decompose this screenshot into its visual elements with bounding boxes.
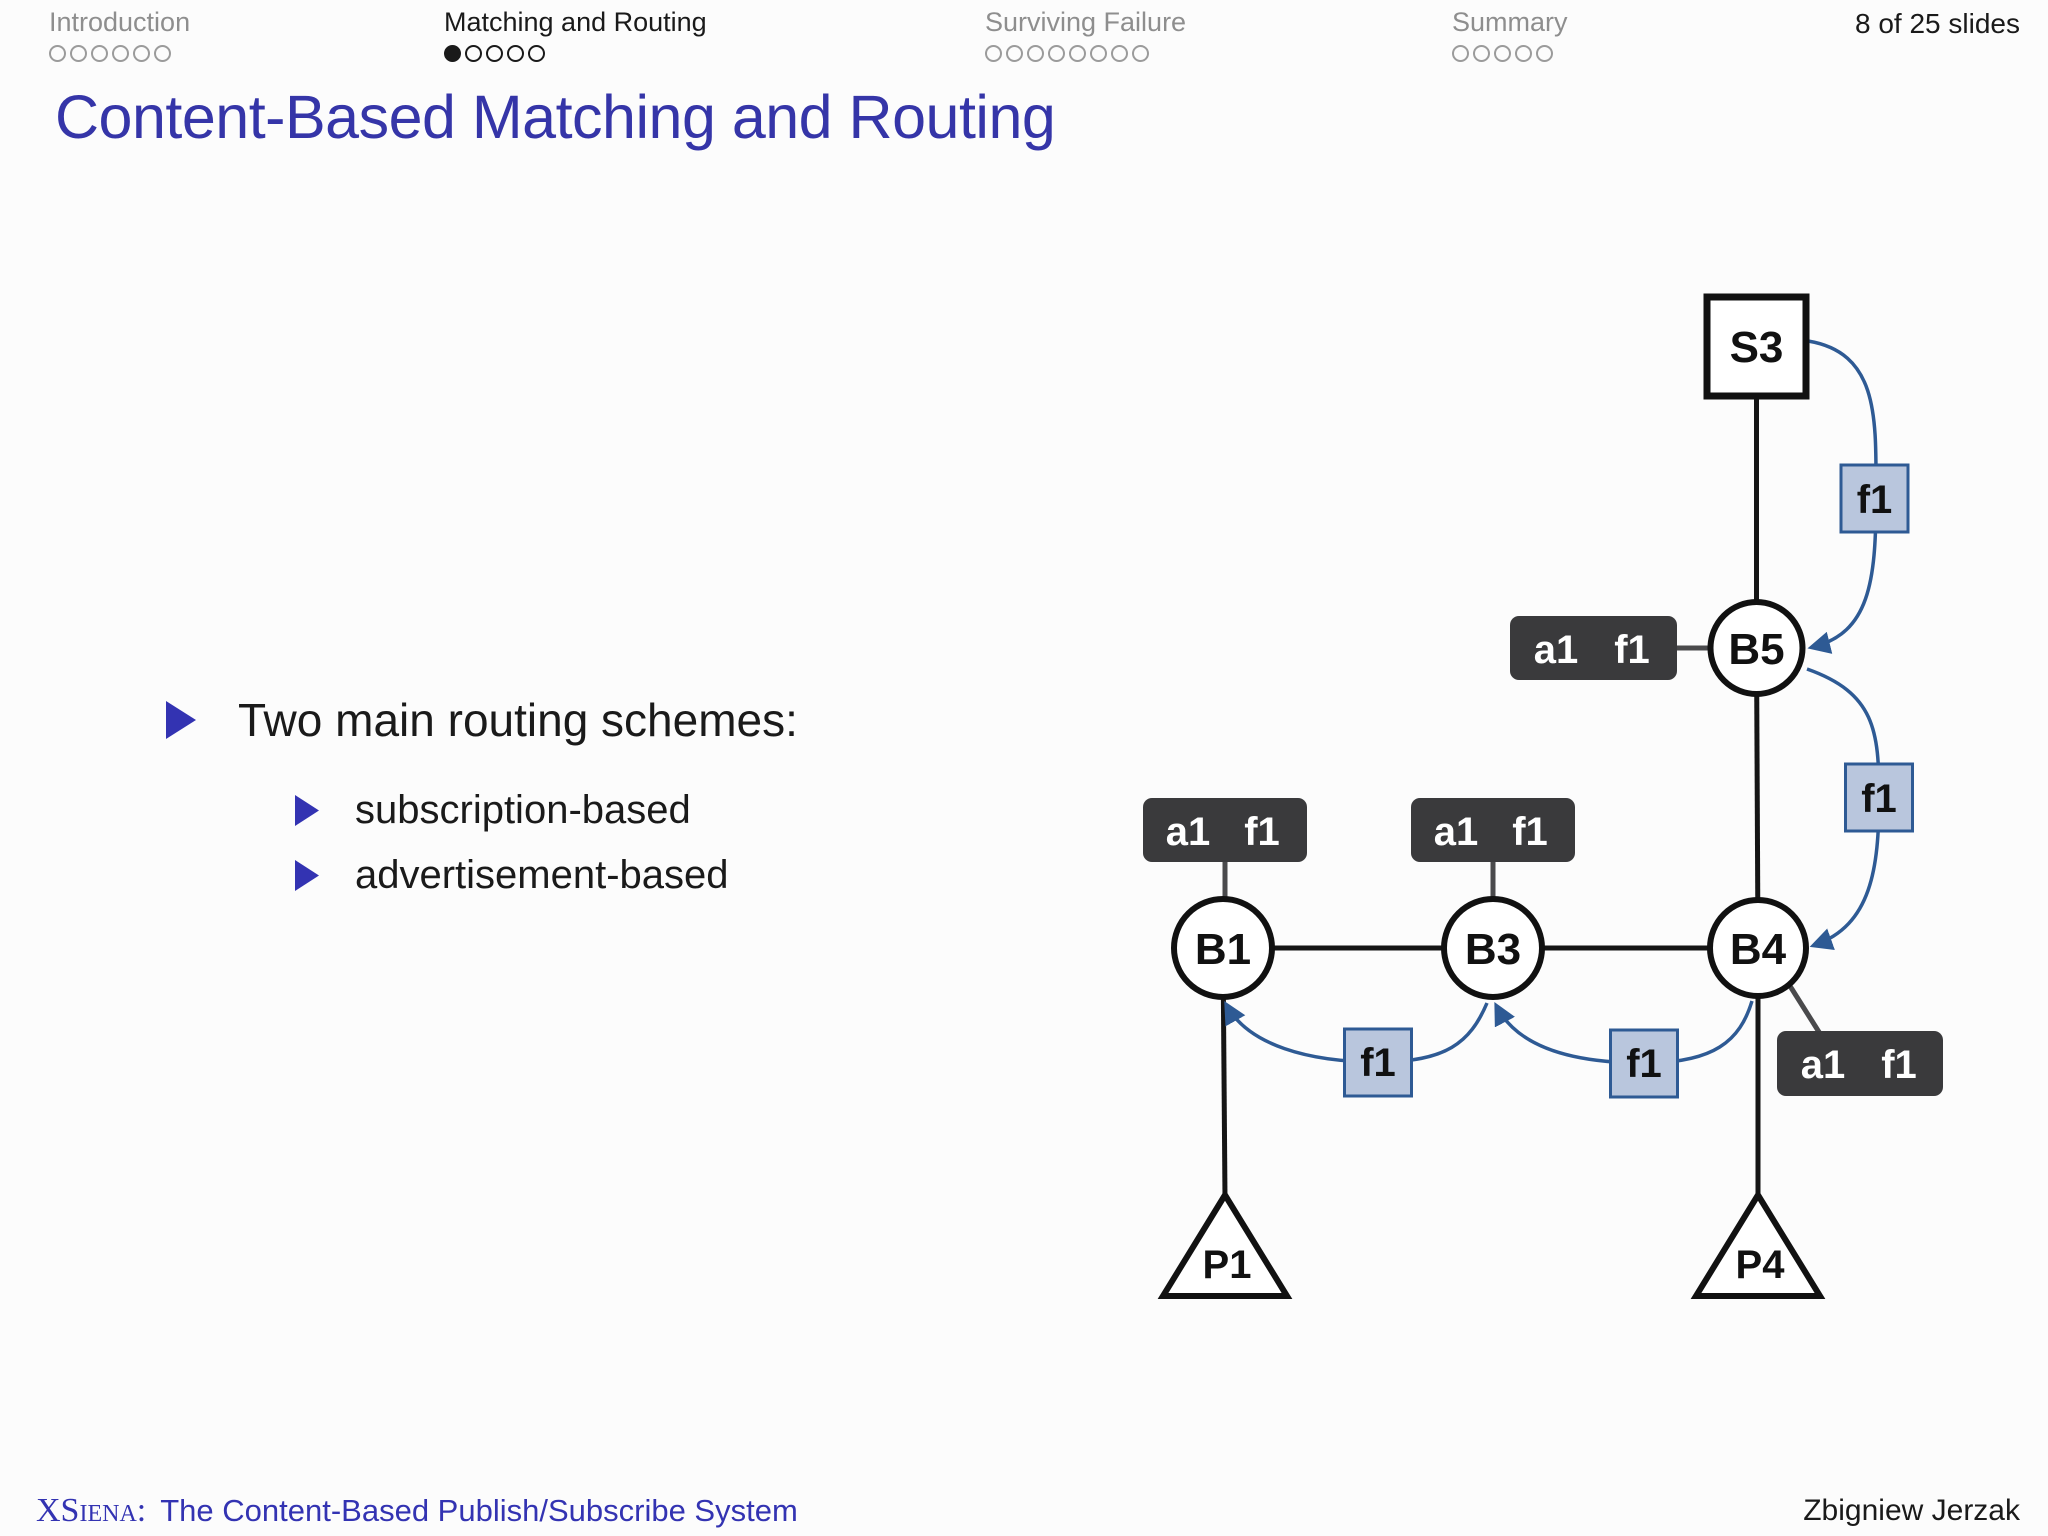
filter-label-b4-b3: f1 (1609, 1028, 1679, 1099)
progress-dot[interactable] (507, 44, 524, 62)
progress-dot[interactable] (49, 44, 66, 62)
node-p1-publisher (1157, 1189, 1293, 1299)
bullet-sub-text: advertisement-based (355, 853, 729, 897)
svg-text:f1: f1 (1861, 777, 1897, 821)
nav-label[interactable]: Summary (1452, 7, 1568, 37)
progress-dot[interactable] (154, 44, 171, 62)
node-label-p1: P1 (1203, 1243, 1252, 1287)
svg-text:f1: f1 (1360, 1041, 1396, 1085)
slide-counter: 8 of 25 slides (1855, 8, 2020, 39)
node-p4-publisher (1690, 1189, 1826, 1299)
progress-dot[interactable] (1515, 44, 1532, 62)
progress-dot[interactable] (486, 44, 503, 62)
svg-text:a1: a1 (1801, 1043, 1846, 1087)
progress-dot[interactable] (1473, 44, 1490, 62)
node-label-s3: S3 (1730, 323, 1784, 372)
nav-section-matching-and-routing[interactable]: Matching and Routing (444, 7, 707, 62)
page-title: Content-Based Matching and Routing (55, 83, 1056, 151)
filter-label-b5-b4: f1 (1844, 762, 1914, 833)
nav-progress-dots[interactable] (49, 44, 190, 62)
bullet-main-text: Two main routing schemes: (238, 694, 798, 746)
progress-dot[interactable] (1452, 44, 1469, 62)
progress-dot[interactable] (133, 44, 150, 62)
progress-dot[interactable] (1111, 44, 1128, 62)
filter-label-b3-b1: f1 (1343, 1027, 1413, 1098)
nav-label[interactable]: Matching and Routing (444, 7, 707, 37)
progress-dot[interactable] (1132, 44, 1149, 62)
progress-dot[interactable] (1006, 44, 1023, 62)
progress-dot[interactable] (1494, 44, 1511, 62)
nav-label[interactable]: Introduction (49, 7, 191, 37)
bullet-triangle-icon (166, 701, 196, 739)
routing-network-diagram: a1 f1 a1 f1 a1 f1 a1 f1 f1 f1 f1 (1143, 293, 1943, 1299)
progress-dot[interactable] (528, 44, 545, 62)
nav-progress-dots[interactable] (985, 44, 1186, 62)
node-b5-broker (1707, 599, 1806, 697)
progress-dot[interactable] (465, 44, 482, 62)
progress-dot[interactable] (91, 44, 108, 62)
footer-subtitle: The Content-Based Publish/Subscribe Syst… (160, 1493, 798, 1528)
bullet-triangle-icon (295, 860, 319, 891)
svg-text:a1: a1 (1434, 810, 1479, 854)
node-label-b5: B5 (1728, 625, 1784, 674)
filter-label-s3-b5: f1 (1839, 463, 1910, 534)
progress-dot[interactable] (112, 44, 129, 62)
progress-dot[interactable] (1027, 44, 1044, 62)
svg-text:f1: f1 (1614, 628, 1650, 672)
svg-text:f1: f1 (1857, 478, 1893, 522)
node-b1-broker (1171, 896, 1275, 1000)
footer-author: Zbigniew Jerzak (1803, 1494, 2020, 1527)
svg-text:f1: f1 (1512, 810, 1548, 854)
svg-text:a1: a1 (1534, 628, 1579, 672)
progress-dot[interactable] (1536, 44, 1553, 62)
progress-dot[interactable] (1069, 44, 1086, 62)
node-label-p4: P4 (1736, 1243, 1786, 1287)
nav-section-surviving-failure[interactable]: Surviving Failure (985, 7, 1187, 62)
svg-text:a1: a1 (1166, 810, 1211, 854)
nav-section-summary[interactable]: Summary (1452, 7, 1568, 62)
progress-dot[interactable] (1090, 44, 1107, 62)
progress-dot[interactable] (444, 44, 461, 62)
progress-dot[interactable] (70, 44, 87, 62)
bullet-triangle-icon (295, 795, 319, 826)
routing-table-b4: a1 f1 (1777, 1031, 1943, 1096)
nav-progress-dots[interactable] (444, 44, 707, 62)
progress-dot[interactable] (1048, 44, 1065, 62)
svg-text:f1: f1 (1244, 810, 1280, 854)
bullet-sub-advertisement: advertisement-based (295, 853, 729, 898)
svg-text:f1: f1 (1881, 1043, 1917, 1087)
nav-label[interactable]: Surviving Failure (985, 7, 1187, 37)
bullet-sub-text: subscription-based (355, 788, 691, 832)
nav-section-introduction[interactable]: Introduction (49, 7, 191, 62)
bullet-sub-subscription: subscription-based (295, 788, 691, 833)
routing-table-b1: a1 f1 (1143, 798, 1307, 862)
routing-table-b3: a1 f1 (1411, 798, 1575, 862)
progress-dot[interactable] (985, 44, 1002, 62)
footer-presentation-title: XSiena: The Content-Based Publish/Subscri… (36, 1492, 798, 1530)
node-s3-subscriber (1703, 293, 1810, 400)
svg-text:f1: f1 (1626, 1042, 1662, 1086)
routing-table-b5: a1 f1 (1510, 616, 1677, 680)
footer-brand: XSiena: (36, 1492, 147, 1529)
bullet-main: Two main routing schemes: (166, 693, 798, 747)
node-label-b3: B3 (1465, 925, 1521, 974)
node-b3-broker (1441, 896, 1545, 1000)
node-label-b1: B1 (1195, 925, 1251, 974)
node-b4-broker (1707, 897, 1809, 999)
node-label-b4: B4 (1730, 925, 1787, 974)
nav-progress-dots[interactable] (1452, 44, 1568, 62)
